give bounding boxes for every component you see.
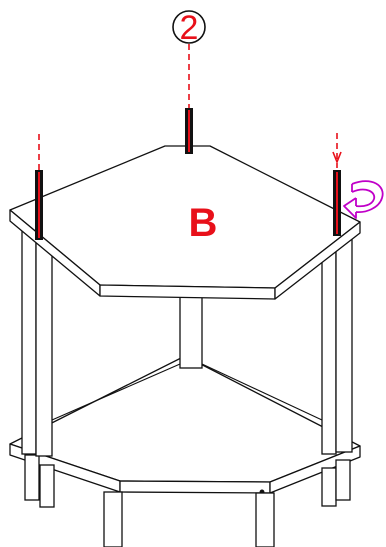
dowel-right [333,170,341,236]
upper-shelf-edge-right [274,221,361,300]
step-badge: 2 [172,9,206,47]
dowel-center [185,108,193,154]
dowels [35,108,341,240]
lower-leg-back-left [24,454,40,501]
post-back-center [179,295,203,369]
lower-shelf-edge-right [269,445,361,494]
post-right-side [335,227,353,453]
lower-legs [24,454,351,547]
lower-leg-center-right [255,492,275,547]
part-label: B [189,201,218,245]
step-circle [172,10,206,44]
lower-leg-front-right [321,467,337,507]
dowel-left [35,170,43,240]
post-right [321,227,337,455]
step-number: 2 [180,9,199,47]
lower-leg-front-left [39,464,55,508]
inner-lines [51,363,323,421]
lower-leg-back-right [335,459,351,501]
lower-shelf [9,355,361,497]
post-left [21,225,37,455]
post-left-side [35,225,53,457]
upper-shelf-edge-front [99,284,276,300]
lower-leg-center-left [103,491,123,547]
downward-dashed-arrow-icon [332,151,342,165]
clockwise-rotation-arrow-icon [343,180,384,219]
upper-shelf [9,145,361,300]
lower-shelf-edge-front [119,480,271,494]
insert-guides [38,44,338,170]
